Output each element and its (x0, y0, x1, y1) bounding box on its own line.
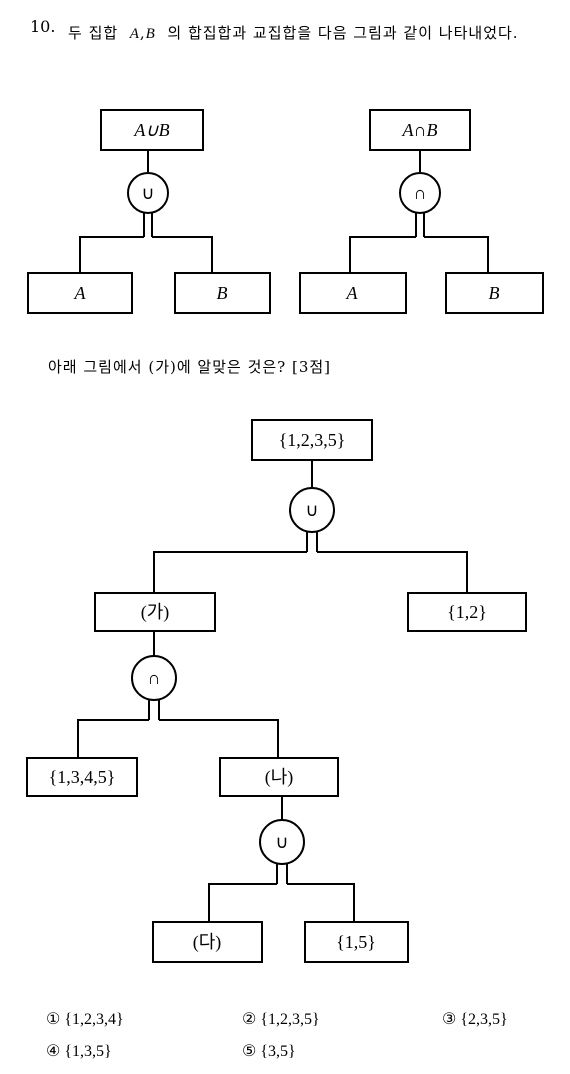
question-text-part1: 두 집합 (68, 24, 119, 42)
choice-3-number: ③ (442, 1011, 457, 1028)
choice-5[interactable]: ⑤ {3,5} (242, 1041, 296, 1061)
set-b-box-2 (445, 272, 544, 314)
question-text: 두 집합 A,B 의 합집합과 교집합을 다음 그림과 같이 나타내었다. (68, 17, 558, 50)
set-1345-label: {1,3,4,5} (49, 767, 116, 787)
intersection-operator-circle-1 (131, 655, 177, 701)
root-set-label: {1,2,3,5} (279, 430, 346, 450)
na-label: (나) (265, 767, 294, 788)
choice-2[interactable]: ② {1,2,3,5} (242, 1009, 320, 1029)
choice-1-value: {1,2,3,4} (64, 1011, 124, 1028)
set-15-label: {1,5} (336, 932, 376, 952)
intersection-operator-circle (399, 172, 441, 214)
set-a-box-2 (299, 272, 407, 314)
choice-1-number: ① (46, 1011, 61, 1028)
choice-2-number: ② (242, 1011, 257, 1028)
choice-4[interactable]: ④ {1,3,5} (46, 1041, 112, 1061)
intersection-symbol-1: ∩ (148, 668, 161, 688)
choice-3[interactable]: ③ {2,3,5} (442, 1009, 508, 1029)
union-result-label: A∪B (133, 120, 169, 140)
set-1345-box (26, 757, 138, 797)
choice-4-number: ④ (46, 1043, 61, 1060)
set-a-symbol: A (129, 26, 140, 42)
na-box (219, 757, 339, 797)
sub-question: 아래 그림에서 (가)에 알맞은 것은? [3점] (48, 358, 332, 376)
union-symbol-1: ∪ (305, 500, 318, 520)
choice-5-number: ⑤ (242, 1043, 257, 1060)
choice-3-value: {2,3,5} (460, 1011, 508, 1028)
choice-1[interactable]: ① {1,2,3,4} (46, 1009, 124, 1029)
intersection-result-label: A∩B (402, 120, 438, 140)
set-a-label: A (74, 283, 87, 303)
union-operator-circle-2 (259, 819, 305, 865)
set-b-symbol: B (145, 26, 156, 42)
union-operator-circle (127, 172, 169, 214)
set-12-label: {1,2} (447, 602, 487, 622)
comma: , (139, 24, 146, 42)
set-15-box (304, 921, 409, 963)
intersection-symbol: ∩ (414, 183, 427, 203)
da-label: (다) (193, 932, 222, 953)
union-symbol-2: ∪ (275, 832, 288, 852)
da-box (152, 921, 263, 963)
union-result-box (100, 109, 204, 151)
set-b-box (174, 272, 271, 314)
set-a-label-2: A (346, 283, 359, 303)
ga-label: (가) (141, 602, 170, 623)
question-text-part2: 의 합집합과 교집합을 다음 그림과 같이 나타내었다. (167, 24, 519, 42)
question-number: 10. (30, 17, 56, 36)
choice-5-value: {3,5} (260, 1043, 296, 1060)
union-operator-circle-1 (289, 487, 335, 533)
choice-4-value: {1,3,5} (64, 1043, 112, 1060)
set-b-label-2: B (489, 283, 500, 303)
set-a-box (27, 272, 133, 314)
set-12-box (407, 592, 527, 632)
union-symbol: ∪ (141, 183, 154, 203)
set-b-label: B (217, 283, 228, 303)
choice-2-value: {1,2,3,5} (260, 1011, 320, 1028)
